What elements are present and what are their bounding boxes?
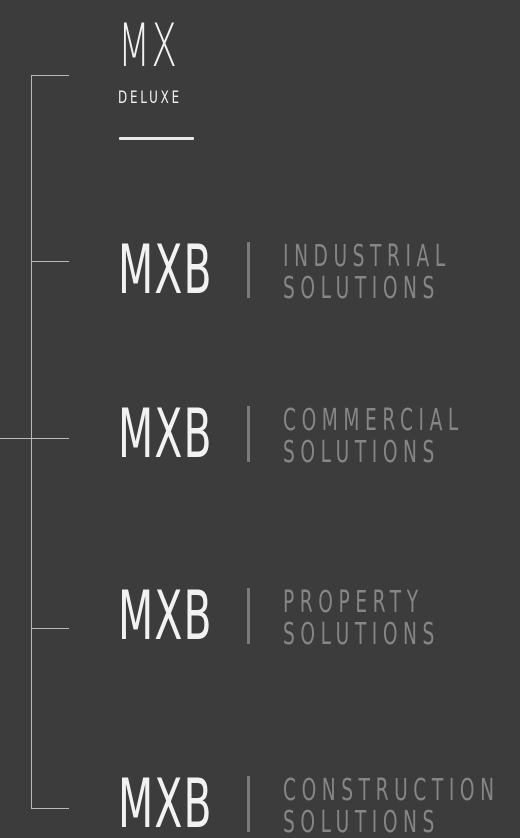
tree-branch-construction: [31, 808, 69, 809]
division-divider: [247, 776, 250, 832]
parent-logo-underline: [119, 137, 194, 140]
division-descriptor: INDUSTRIAL SOLUTIONS: [283, 241, 520, 305]
division-brand-mark: MXB: [118, 395, 213, 474]
division-divider: [247, 406, 250, 462]
tree-branch-industrial: [31, 261, 69, 262]
descriptor-line-2: SOLUTIONS: [283, 617, 440, 652]
parent-logo-mark: MX: [118, 11, 179, 81]
division-brand-mark: MXB: [118, 577, 213, 656]
tree-branch-parent: [31, 75, 69, 76]
parent-logo: MX DELUXE: [118, 6, 198, 108]
division-brand-mark: MXB: [118, 231, 213, 310]
tree-branch-commercial: [31, 438, 69, 439]
descriptor-line-1: INDUSTRIAL: [283, 239, 451, 274]
division-brand-mark: MXB: [118, 765, 213, 838]
descriptor-line-2: SOLUTIONS: [283, 805, 440, 838]
division-divider: [247, 242, 250, 298]
parent-logo-subtitle: DELUXE: [118, 88, 182, 108]
descriptor-line-1: COMMERCIAL: [283, 403, 464, 438]
descriptor-line-2: SOLUTIONS: [283, 435, 440, 470]
division-descriptor: COMMERCIAL SOLUTIONS: [283, 405, 520, 469]
division-descriptor: CONSTRUCTION SOLUTIONS: [283, 775, 520, 838]
tree-vertical-line: [31, 75, 32, 809]
descriptor-line-1: CONSTRUCTION: [283, 773, 500, 808]
descriptor-line-1: PROPERTY: [283, 585, 424, 620]
division-descriptor: PROPERTY SOLUTIONS: [283, 587, 520, 651]
division-divider: [247, 588, 250, 644]
descriptor-line-2: SOLUTIONS: [283, 271, 440, 306]
tree-branch-property: [31, 628, 69, 629]
tree-root-stem: [0, 438, 32, 439]
